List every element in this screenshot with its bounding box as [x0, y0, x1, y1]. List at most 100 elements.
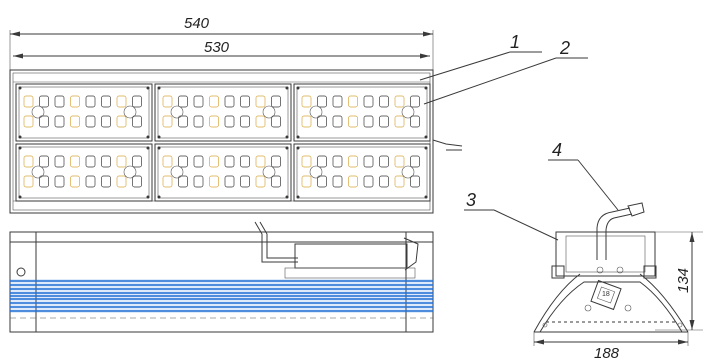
callout-3: 3: [464, 190, 559, 241]
led-lens: [394, 175, 405, 188]
led-lens: [178, 155, 188, 168]
led-lens: [255, 155, 266, 168]
led-lens: [39, 115, 49, 128]
led-lens: [85, 115, 96, 128]
led-lens: [332, 115, 343, 128]
led-lens: [209, 95, 219, 108]
led-lens: [348, 155, 358, 168]
led-lens: [332, 155, 343, 168]
led-lens: [317, 175, 327, 188]
led-lens: [271, 175, 281, 188]
led-lens: [23, 115, 34, 128]
module-screw: [18, 135, 22, 139]
side-screw: [16, 267, 26, 277]
led-lens: [348, 115, 358, 128]
led-lens: [224, 115, 235, 128]
led-lens: [348, 175, 358, 188]
module-optic: [309, 165, 323, 179]
led-lens: [255, 115, 266, 128]
module-screw: [285, 195, 289, 199]
callout-1: 1: [419, 32, 542, 81]
callout-4: 4: [548, 140, 619, 211]
led-lens: [23, 175, 34, 188]
module-screw: [296, 146, 300, 150]
led-module: [154, 83, 292, 142]
led-lens: [162, 95, 173, 108]
callout-label-1: 1: [510, 32, 520, 52]
callout-label-4: 4: [552, 140, 562, 160]
led-lens: [23, 155, 34, 168]
led-lens: [410, 115, 420, 128]
led-lens: [85, 175, 96, 188]
led-module: [15, 83, 153, 142]
module-screw: [146, 86, 150, 90]
module-screw: [424, 195, 428, 199]
led-lens: [39, 175, 49, 188]
led-lens: [132, 175, 142, 188]
module-screw: [296, 195, 300, 199]
led-lens: [348, 95, 358, 108]
led-lens: [410, 175, 420, 188]
led-lens: [240, 175, 250, 188]
led-lens: [224, 175, 235, 188]
module-screw: [18, 146, 22, 150]
led-module: [154, 143, 292, 202]
module-optic: [123, 105, 137, 119]
module-screw: [424, 135, 428, 139]
led-lens: [240, 155, 250, 168]
led-module: [293, 143, 431, 202]
right-bolt: [643, 265, 657, 279]
led-module: [293, 83, 431, 142]
led-lens: [379, 155, 389, 168]
led-lens: [209, 115, 219, 128]
led-lens: [317, 155, 327, 168]
led-lens: [54, 175, 65, 188]
led-lens: [410, 155, 420, 168]
module-screw: [157, 195, 161, 199]
module-screw: [146, 195, 150, 199]
led-lens: [379, 95, 389, 108]
module-screw: [285, 86, 289, 90]
module-screw: [285, 135, 289, 139]
led-lens: [116, 95, 127, 108]
callout-label-2: 2: [559, 38, 570, 58]
end-view-cable: [596, 207, 631, 260]
led-lens: [101, 115, 111, 128]
led-lens: [301, 115, 312, 128]
led-lens: [85, 155, 96, 168]
led-lens: [301, 155, 312, 168]
led-lens: [162, 175, 173, 188]
led-lens: [363, 175, 374, 188]
led-lens: [162, 115, 173, 128]
bracket-knob: [590, 279, 622, 311]
led-lens: [240, 95, 250, 108]
led-lens: [255, 95, 266, 108]
led-lens: [178, 115, 188, 128]
callout-2: 2: [423, 38, 588, 105]
module-optic: [123, 165, 137, 179]
led-lens: [101, 175, 111, 188]
dimension-label-134: 134: [675, 268, 692, 293]
module-screw: [157, 135, 161, 139]
module-optic: [31, 105, 45, 119]
led-lens: [394, 115, 405, 128]
module-screw: [296, 86, 300, 90]
led-lens: [116, 115, 127, 128]
led-lens: [240, 115, 250, 128]
left-bolt: [551, 265, 565, 279]
led-lens: [271, 115, 281, 128]
led-lens: [332, 175, 343, 188]
mounting-bracket: [533, 273, 689, 333]
module-optic: [262, 165, 276, 179]
led-lens: [209, 175, 219, 188]
led-lens: [363, 95, 374, 108]
led-lens: [70, 175, 80, 188]
led-lens: [39, 155, 49, 168]
led-lens: [193, 95, 204, 108]
heatsink-fins: [10, 279, 433, 313]
led-lens: [23, 95, 34, 108]
led-lens: [54, 95, 65, 108]
dimension-label-540: 540: [184, 15, 210, 32]
dimension-label-188: 188: [594, 345, 620, 361]
led-lens: [363, 115, 374, 128]
